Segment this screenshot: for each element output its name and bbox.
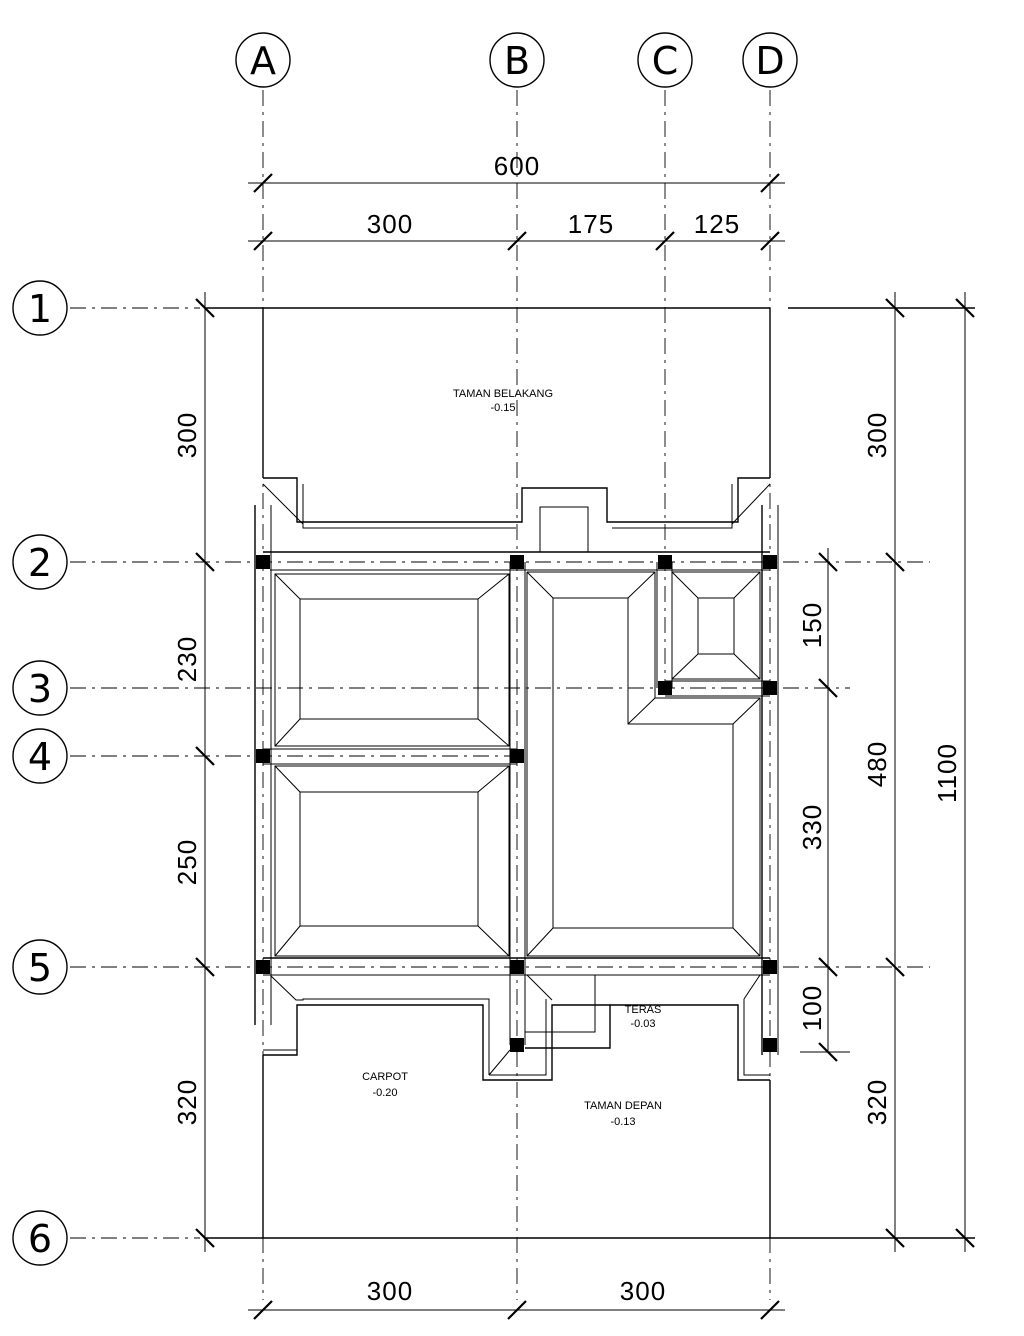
space-label-taman-belakang: TAMAN BELAKANG -0.15 bbox=[453, 388, 553, 414]
column-d3 bbox=[763, 681, 777, 695]
column-d2 bbox=[763, 555, 777, 569]
column-bubble-c: C bbox=[637, 32, 693, 88]
dim-top-bc: 175 bbox=[568, 209, 614, 239]
row-label-5: 5 bbox=[28, 946, 52, 990]
space-level: -0.20 bbox=[372, 1087, 397, 1099]
space-name: TAMAN DEPAN bbox=[584, 1100, 662, 1112]
space-name: CARPOT bbox=[362, 1071, 408, 1083]
column-b-front bbox=[510, 1038, 524, 1052]
column-d-front bbox=[763, 1038, 777, 1052]
dim-left-45: 250 bbox=[172, 839, 202, 885]
column-label-d: D bbox=[755, 39, 784, 83]
space-label-taman-depan: TAMAN DEPAN -0.13 bbox=[584, 1100, 662, 1128]
column-a5 bbox=[256, 960, 270, 974]
slab-panel-a4-b5 bbox=[274, 765, 510, 957]
row-bubble-1: 1 bbox=[12, 280, 68, 336]
slab-panel-c2-d3 bbox=[671, 571, 761, 680]
column-bubble-b: B bbox=[489, 32, 545, 88]
dim-top-cd: 125 bbox=[694, 209, 740, 239]
row-label-4: 4 bbox=[28, 735, 52, 779]
column-b2 bbox=[510, 555, 524, 569]
dim-right-35: 330 bbox=[797, 804, 827, 850]
column-label-b: B bbox=[504, 39, 530, 83]
space-level: -0.13 bbox=[610, 1116, 635, 1128]
building-bottom-outline bbox=[263, 974, 770, 1081]
dim-bottom-bd: 300 bbox=[620, 1276, 666, 1306]
column-label-a: A bbox=[250, 39, 276, 83]
row-bubble-5: 5 bbox=[12, 939, 68, 995]
row-label-3: 3 bbox=[28, 667, 52, 711]
dimension-lines bbox=[195, 173, 975, 1320]
column-label-c: C bbox=[652, 39, 679, 83]
column-b5 bbox=[510, 960, 524, 974]
row-label-2: 2 bbox=[28, 541, 52, 585]
dim-left-12: 300 bbox=[172, 412, 202, 458]
row-bubble-2: 2 bbox=[12, 534, 68, 590]
dim-top-ab: 300 bbox=[367, 209, 413, 239]
column-c3 bbox=[658, 681, 672, 695]
space-name: TERAS bbox=[625, 1004, 662, 1016]
column-a4 bbox=[256, 749, 270, 763]
dim-right-total: 1100 bbox=[932, 743, 962, 803]
space-label-carpot: CARPOT -0.20 bbox=[362, 1071, 408, 1099]
row-bubble-6: 6 bbox=[12, 1210, 68, 1266]
column-bubble-d: D bbox=[742, 32, 798, 88]
dim-right-12: 300 bbox=[862, 412, 892, 458]
site-boundary bbox=[205, 307, 975, 1239]
dim-left-24: 230 bbox=[172, 636, 202, 682]
space-level: -0.15 bbox=[490, 402, 515, 414]
column-bubble-a: A bbox=[235, 32, 291, 88]
column-c2 bbox=[658, 555, 672, 569]
column-b4 bbox=[510, 749, 524, 763]
space-level: -0.03 bbox=[630, 1018, 655, 1030]
structural-columns bbox=[256, 555, 777, 1052]
row-bubble-4: 4 bbox=[12, 728, 68, 784]
row-bubble-3: 3 bbox=[12, 660, 68, 716]
column-a2 bbox=[256, 555, 270, 569]
slab-panel-a2-b4 bbox=[274, 573, 510, 747]
dim-bottom-ab: 300 bbox=[367, 1276, 413, 1306]
dim-right-56: 320 bbox=[862, 1079, 892, 1125]
dim-top-total: 600 bbox=[494, 151, 540, 181]
column-d5 bbox=[763, 960, 777, 974]
space-name: TAMAN BELAKANG bbox=[453, 388, 553, 400]
dim-left-56: 320 bbox=[172, 1079, 202, 1125]
row-label-6: 6 bbox=[28, 1217, 52, 1261]
space-label-teras: TERAS -0.03 bbox=[625, 1004, 662, 1030]
dim-right-25: 480 bbox=[862, 741, 892, 787]
row-label-1: 1 bbox=[28, 287, 52, 331]
slab-panel-b2-d5 bbox=[526, 571, 761, 957]
dim-right-23: 150 bbox=[797, 602, 827, 648]
dim-right-5x: 100 bbox=[797, 985, 827, 1031]
